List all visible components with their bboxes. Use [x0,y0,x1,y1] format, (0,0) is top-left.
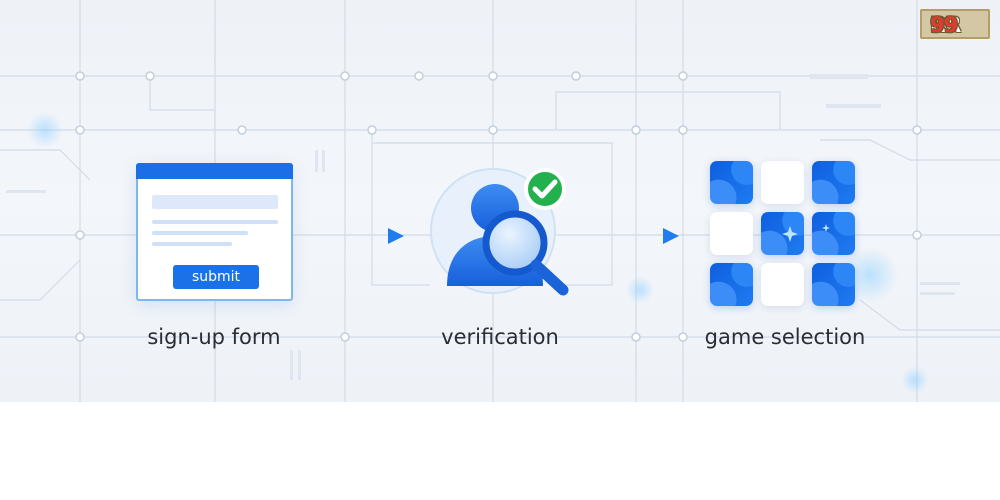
submit-button[interactable]: submit [173,265,259,289]
step-label-game-selection: game selection [704,325,866,349]
step-label-signup: sign-up form [147,325,281,349]
game-tile [710,263,753,306]
form-titlebar [136,163,293,179]
game-tile [812,161,855,204]
form-line [152,231,248,235]
game-tile [812,263,855,306]
game-tile [761,212,804,255]
form-line [152,242,232,246]
form-input-placeholder [152,195,278,209]
arrow-right-icon [593,228,679,244]
game-grid-icon [710,161,856,307]
step-label-verification: verification [441,325,559,349]
game-tile [710,161,753,204]
arrow-right-icon [318,228,404,244]
game-tile [710,212,753,255]
user-search-check-icon [430,168,569,296]
circuit-background [0,0,1000,402]
game-tile [761,263,804,306]
game-tile [761,161,804,204]
sparkle-icon [822,224,830,232]
form-line [152,220,278,224]
flow-diagram-canvas: submit [0,0,1000,402]
signup-form-illustration: submit [136,163,293,301]
game-tile [812,212,855,255]
sparkle-icon [782,226,798,242]
